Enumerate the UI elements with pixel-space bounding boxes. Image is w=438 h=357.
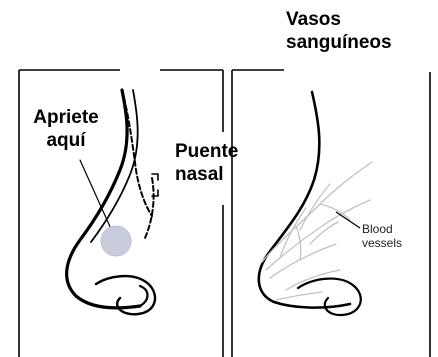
nasal-cartilage-dashed-line	[145, 178, 154, 238]
right-nostril	[298, 279, 361, 315]
nasal-bridge-label-line2: nasal	[175, 163, 238, 186]
press-here-label: Apriete aquí	[18, 106, 114, 152]
blood-vessels-spanish-label-line2: sanguíneos	[286, 31, 392, 54]
bridge-bracket	[152, 174, 158, 196]
nasal-bridge-label: Puente nasal	[175, 140, 238, 186]
right-nose-outer-line	[259, 92, 350, 308]
left-nostril-wing	[140, 286, 148, 306]
blood-vessels-english-label-line1: Blood	[362, 222, 402, 236]
press-here-label-line2: aquí	[18, 129, 114, 152]
blood-vessels-spanish-label-line1: Vasos	[286, 8, 392, 31]
vessels-pointer-line	[336, 212, 360, 228]
nasal-bridge-label-line1: Puente	[175, 140, 238, 163]
right-nose-profile	[259, 92, 361, 315]
press-here-label-line1: Apriete	[18, 106, 114, 129]
vessel-branch	[276, 292, 322, 300]
vessel-branch	[262, 162, 372, 262]
blood-vessels-english-label-line2: vessels	[362, 236, 402, 250]
blood-vessels-english-label: Blood vessels	[362, 222, 402, 250]
blood-vessels-spanish-label: Vasos sanguíneos	[286, 8, 392, 54]
